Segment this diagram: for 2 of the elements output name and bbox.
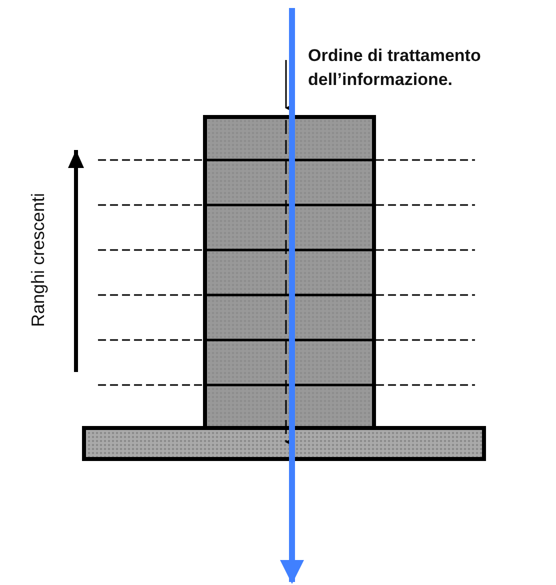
axis-label: Ranghi crescenti	[27, 192, 49, 330]
note-text: Ordine di trattamento dell’informazione.	[308, 45, 482, 91]
